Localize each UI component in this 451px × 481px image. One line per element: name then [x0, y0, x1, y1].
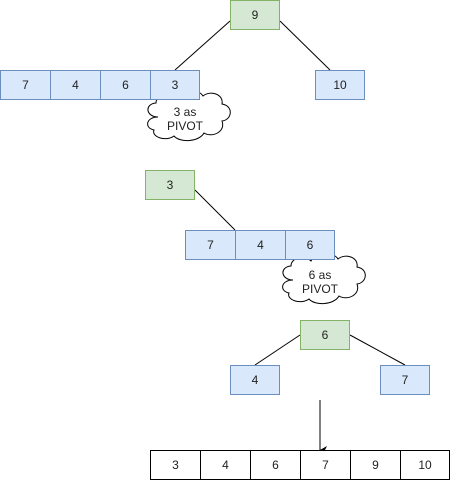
edge-9-to-10 [279, 20, 331, 71]
sorted-cell-value: 9 [372, 458, 379, 472]
node-7-value: 7 [401, 373, 409, 387]
sorted-cell-value: 6 [272, 458, 279, 472]
sorted-cell-value: 3 [172, 458, 179, 472]
array-cell: 6 [100, 70, 151, 100]
array-cell-value: 4 [72, 78, 79, 92]
cloud-note-line: 3 as [173, 105, 197, 119]
pivot-label-3: 3 [166, 178, 174, 192]
cloud-note-line: PIVOT [166, 119, 203, 133]
edge-9-to-left-partition [174, 20, 231, 71]
sorted-cell: 7 [300, 450, 351, 480]
cloud-note-3-as-pivot: 3 as PIVOT [160, 105, 210, 133]
cloud-note-6-as-pivot: 6 as PIVOT [295, 268, 345, 296]
edge-6-to-4 [254, 334, 301, 366]
node-4-value: 4 [251, 373, 259, 387]
sorted-cell: 6 [250, 450, 301, 480]
array-cell: 4 [235, 230, 286, 260]
array-cell-value: 6 [122, 78, 129, 92]
sorted-cell-value: 4 [222, 458, 229, 472]
array-cell: 7 [0, 70, 51, 100]
array-cell-value: 7 [22, 78, 29, 92]
pivot-node-9: 9 [230, 0, 280, 30]
pivot-label-9: 9 [251, 8, 259, 22]
sorted-cell-value: 10 [418, 458, 432, 472]
pivot-label-6: 6 [321, 328, 329, 342]
node-7: 7 [380, 365, 430, 395]
edge-3-to-right-partition [194, 189, 236, 231]
sorted-cell: 4 [200, 450, 251, 480]
array-cell-value: 7 [207, 238, 214, 252]
array-cell-value: 3 [171, 78, 179, 92]
node-10-value: 10 [333, 78, 347, 92]
array-cell: 3 [150, 70, 200, 100]
sorted-cell: 9 [350, 450, 401, 480]
array-cell: 7 [185, 230, 236, 260]
sorted-cell-value: 7 [322, 458, 329, 472]
node-4: 4 [230, 365, 280, 395]
array-cell-value: 6 [306, 238, 314, 252]
array-cell-value: 4 [257, 238, 264, 252]
edge-6-to-7 [349, 334, 406, 366]
pivot-node-6: 6 [300, 320, 350, 350]
sorted-cell: 3 [150, 450, 201, 480]
pivot-node-3: 3 [145, 170, 195, 200]
array-cell: 4 [50, 70, 101, 100]
cloud-note-line: PIVOT [301, 282, 338, 296]
array-cell: 6 [285, 230, 335, 260]
cloud-note-line: 6 as [308, 268, 332, 282]
sorted-cell: 10 [400, 450, 450, 480]
node-10: 10 [315, 70, 365, 100]
